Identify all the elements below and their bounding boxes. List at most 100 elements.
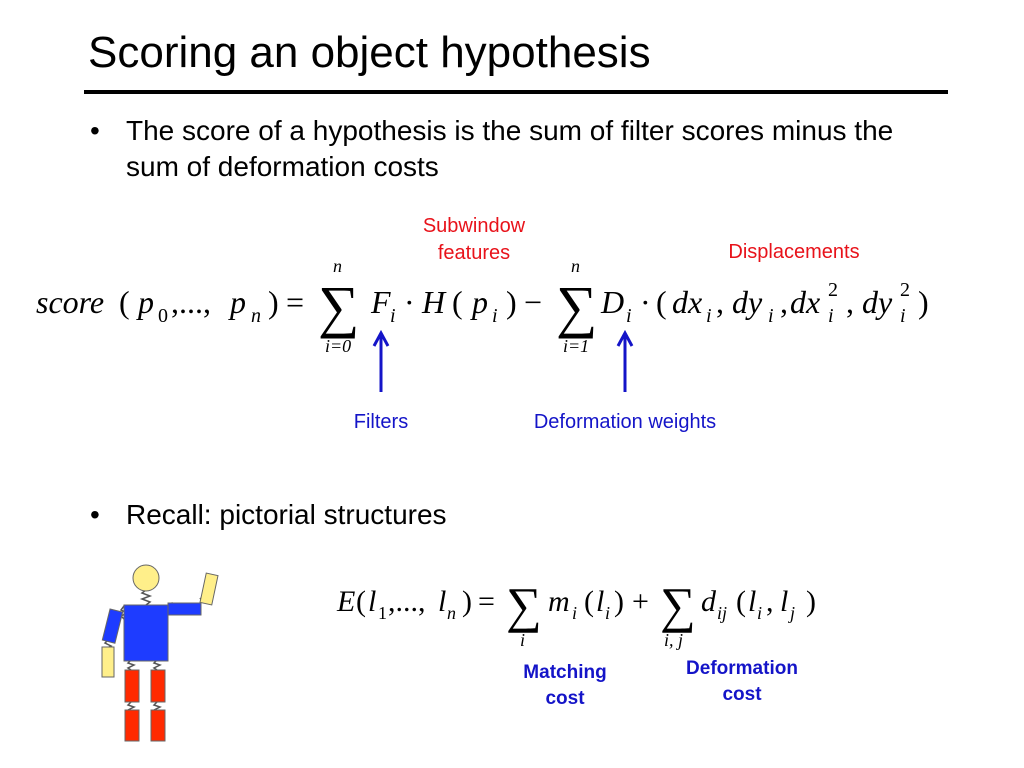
figure-head <box>132 564 160 592</box>
eq1-pn: p <box>228 284 246 320</box>
eq1-H: H <box>421 284 447 320</box>
bullet-marker: • <box>90 499 100 530</box>
title-divider <box>84 90 948 94</box>
eq2-li-sub: i <box>605 603 610 623</box>
eq1-sum2-top: n <box>571 256 580 276</box>
eq2-E: E <box>336 585 355 618</box>
eq2-l1: l <box>368 585 376 618</box>
bullet-marker: • <box>90 115 100 146</box>
eq2-sum2: ∑ <box>660 577 696 633</box>
figure-right-thigh <box>150 669 166 703</box>
eq1-sum1-top: n <box>333 256 342 276</box>
eq1-paren: ( <box>656 284 667 320</box>
eq2-sum1-bottom: i <box>520 630 525 650</box>
spring-icon <box>152 659 162 671</box>
eq1-dots: ,..., <box>171 284 211 320</box>
annotation-line: Subwindow <box>422 215 526 237</box>
eq1-dx-sub: i <box>706 305 712 327</box>
deformation-cost-label: Deformation cost <box>668 656 816 708</box>
figure-right-arm <box>167 602 202 616</box>
bullet-item: • Recall: pictorial structures <box>90 497 950 533</box>
annotation-arrows <box>372 329 634 392</box>
bullet-text: Recall: pictorial structures <box>126 499 447 530</box>
figure-left-hand <box>101 646 115 678</box>
eq1-dy2-sub: i <box>900 305 906 327</box>
annotation-line: features <box>437 242 511 264</box>
annotation-line: cost <box>722 684 762 705</box>
filters-label: Filters <box>353 411 409 433</box>
eq2-paren: ( <box>356 585 366 618</box>
eq1-pi: p <box>470 284 488 320</box>
eq2-paren: ) <box>806 585 816 618</box>
figure-left-shin <box>124 709 140 742</box>
eq2-m: m <box>548 585 570 618</box>
eq2-li: l <box>596 585 604 618</box>
eq2-li2: l <box>748 585 756 618</box>
matching-cost-label: Matching cost <box>500 660 630 712</box>
bullet-item: • The score of a hypothesis is the sum of… <box>90 113 950 185</box>
eq1-minus: − <box>524 284 542 320</box>
eq2-paren: ( <box>584 585 594 618</box>
displacements-label: Displacements <box>728 241 860 263</box>
eq1-sum1: ∑ <box>318 274 359 339</box>
slide-title: Scoring an object hypothesis <box>88 28 651 77</box>
eq1-subn: n <box>251 305 261 327</box>
eq1-dx: dx <box>672 284 702 320</box>
eq1-dx2-sub: i <box>828 305 834 327</box>
eq2-lj: l <box>780 585 788 618</box>
eq1-F: F <box>370 284 391 320</box>
bullet-text: The score of a hypothesis is the sum of … <box>126 115 894 182</box>
eq1-D: D <box>600 284 624 320</box>
eq1-pi-sub: i <box>492 305 498 327</box>
figure-right-hand <box>199 572 219 606</box>
eq2-paren: ) <box>462 585 472 618</box>
spring-icon <box>126 659 136 671</box>
deformation-weights-label: Deformation weights <box>533 411 717 433</box>
eq2-plus: + <box>632 585 649 618</box>
eq1-paren: ) <box>268 284 279 320</box>
eq1-dx2-sup: 2 <box>828 279 838 301</box>
figure-torso <box>123 604 169 662</box>
eq1-paren: ) <box>918 284 929 320</box>
eq2-paren: ) <box>614 585 624 618</box>
eq1-paren: ( <box>119 284 130 320</box>
spring-icon <box>152 701 162 711</box>
eq2-m-sub: i <box>572 603 577 623</box>
eq1-comma: , <box>780 284 788 320</box>
eq1-sum1-bottom: i=0 <box>325 336 351 356</box>
filters-arrowhead <box>372 329 390 347</box>
deformation-arrowhead <box>616 329 634 347</box>
eq2-comma: , <box>766 585 774 618</box>
eq2-d: d <box>701 585 717 618</box>
eq1-sum2-bottom: i=1 <box>563 336 589 356</box>
eq2-d-sub: ij <box>717 603 727 623</box>
eq2-equals: = <box>478 585 495 618</box>
eq1-dy2: dy <box>862 284 893 320</box>
eq1-dx2: dx <box>790 284 820 320</box>
eq1-paren: ) <box>506 284 517 320</box>
eq1-sum2: ∑ <box>556 274 597 339</box>
eq1-dy-sub: i <box>768 305 774 327</box>
eq1-p0: p <box>136 284 154 320</box>
eq2-lj-sub: j <box>788 603 795 623</box>
eq2-ln-sub: n <box>447 603 456 623</box>
subwindow-features-label: Subwindow features <box>402 213 546 267</box>
pictorial-structure-figure <box>101 564 219 742</box>
eq1-Di: i <box>626 305 632 327</box>
eq1-dy2-sup: 2 <box>900 279 910 301</box>
eq1-dot: · <box>640 284 651 320</box>
score-equation: score ( p 0 ,..., p n ) = n ∑ i=0 F i · … <box>36 256 929 356</box>
spring-icon <box>126 701 136 711</box>
eq2-ln: l <box>438 585 446 618</box>
eq1-Fi: i <box>390 305 396 327</box>
eq2-sum1: ∑ <box>506 577 542 633</box>
eq2-sum2-bottom: i, j <box>664 630 683 650</box>
figure-right-shin <box>150 709 166 742</box>
annotation-line: cost <box>545 688 585 709</box>
eq2-dots: ,..., <box>388 585 426 618</box>
eq1-comma: , <box>846 284 854 320</box>
eq1-score-fn: score <box>36 284 104 320</box>
eq1-dot: · <box>404 284 415 320</box>
eq1-equals: = <box>286 284 304 320</box>
